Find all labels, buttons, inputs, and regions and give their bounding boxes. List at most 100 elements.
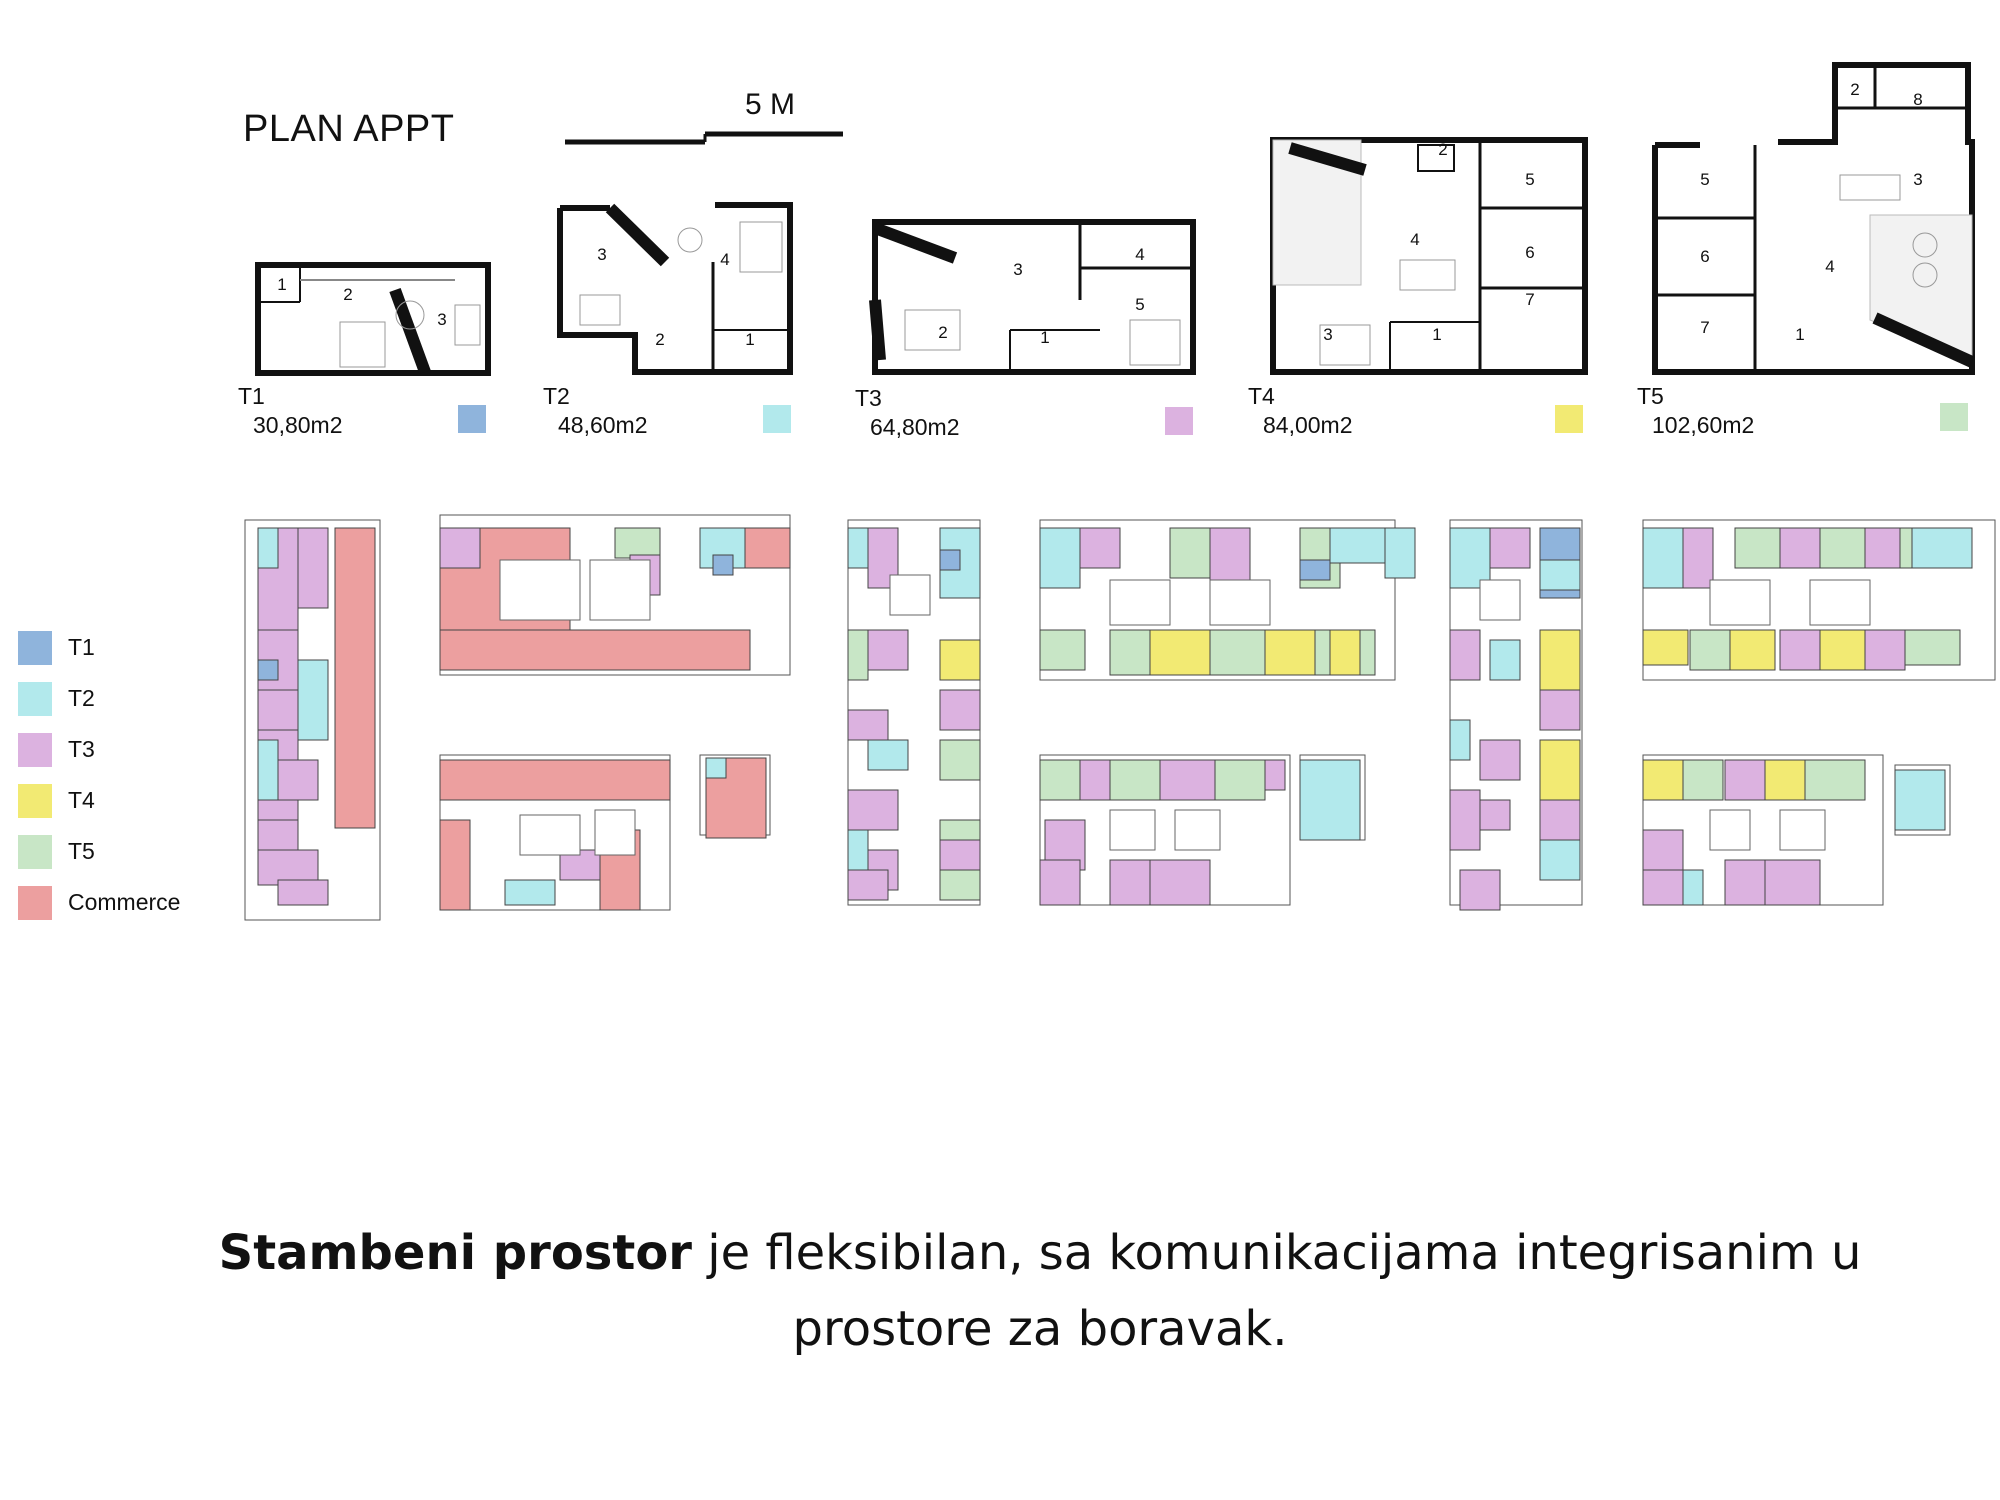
unit-block xyxy=(1039,527,1081,589)
plan-t2 xyxy=(557,202,793,375)
legend-label: T4 xyxy=(68,787,95,813)
unit-block xyxy=(1682,527,1714,589)
room-number: 4 xyxy=(720,250,729,269)
apt-area-t1: 30,80m2 xyxy=(253,412,343,438)
unit-block xyxy=(1479,739,1521,781)
legend-label: T2 xyxy=(68,685,95,711)
unit-block xyxy=(1539,559,1581,591)
courtyard xyxy=(1809,579,1871,626)
apt-swatch-t3 xyxy=(1165,407,1193,435)
apt-code-t1: T1 xyxy=(238,383,265,409)
room-number: 2 xyxy=(343,285,352,304)
courtyard xyxy=(519,814,581,856)
unit-block xyxy=(1642,869,1684,906)
legend-item-t5: T5 xyxy=(18,826,180,877)
unit-block xyxy=(1159,759,1216,801)
caption-line-1: Stambeni prostor je fleksibilan, sa komu… xyxy=(0,1215,2000,1291)
room-number: 3 xyxy=(437,310,446,329)
unit-block xyxy=(847,629,869,681)
legend-item-t2: T2 xyxy=(18,673,180,724)
unit-block xyxy=(1779,629,1821,671)
unit-block xyxy=(1724,759,1766,801)
unit-block xyxy=(277,879,329,906)
unit-block xyxy=(1149,859,1211,906)
unit-block xyxy=(847,869,889,901)
unit-block xyxy=(1682,869,1704,906)
room-number: 4 xyxy=(1410,230,1419,249)
unit-block xyxy=(1642,829,1684,871)
courtyard xyxy=(1709,579,1771,626)
room-number: 3 xyxy=(1913,170,1922,189)
unit-block xyxy=(1214,759,1266,801)
unit-block xyxy=(847,527,869,569)
room-number: 1 xyxy=(1795,325,1804,344)
unit-block xyxy=(1764,759,1806,801)
unit-block xyxy=(1724,859,1766,906)
apt-code-t2: T2 xyxy=(543,383,570,409)
legend-swatch xyxy=(18,783,52,818)
room-number: 7 xyxy=(1525,290,1534,309)
room-number: 6 xyxy=(1525,243,1534,262)
unit-block xyxy=(1329,527,1386,564)
building-floor-plans xyxy=(244,514,1996,921)
unit-block xyxy=(1299,759,1361,841)
legend-label: Commerce xyxy=(68,889,181,915)
room-number: 2 xyxy=(938,323,947,342)
unit-block xyxy=(847,829,869,871)
legend-label: T5 xyxy=(68,838,95,864)
room-number: 8 xyxy=(1913,90,1922,109)
room-number: 3 xyxy=(597,245,606,264)
unit-block xyxy=(939,639,981,681)
unit-block xyxy=(1894,769,1946,831)
caption-line-2: prostore za boravak. xyxy=(792,1301,1288,1357)
room-number: 2 xyxy=(655,330,664,349)
unit-block xyxy=(1449,629,1481,681)
unit-block xyxy=(1819,527,1871,569)
unit-block xyxy=(1642,759,1684,801)
legend-swatch xyxy=(18,732,52,767)
unit-block xyxy=(1109,759,1161,801)
unit-block xyxy=(1479,799,1511,831)
unit-block xyxy=(1734,527,1781,569)
unit-block xyxy=(1449,719,1471,761)
caption-rest: je fleksibilan, sa komunikacijama integr… xyxy=(691,1225,1862,1281)
courtyard xyxy=(1109,809,1156,851)
legend-swatch xyxy=(18,630,52,665)
courtyard xyxy=(1479,579,1521,621)
unit-block xyxy=(1539,689,1581,731)
plan-t5 xyxy=(1652,62,1975,375)
unit-block xyxy=(1682,759,1724,801)
scale-bar xyxy=(565,131,843,145)
unit-block xyxy=(257,659,279,681)
legend-swatch xyxy=(18,681,52,716)
unit-block xyxy=(712,554,734,576)
unit-block xyxy=(257,849,319,886)
unit-block xyxy=(1689,629,1731,671)
unit-block xyxy=(1489,639,1521,681)
room-number: 3 xyxy=(1323,325,1332,344)
unit-block xyxy=(439,819,471,911)
courtyard xyxy=(1779,809,1826,851)
courtyard xyxy=(1709,809,1751,851)
legend-label: T3 xyxy=(68,736,95,762)
legend-item-t3: T3 xyxy=(18,724,180,775)
unit-block xyxy=(939,549,961,571)
unit-block xyxy=(257,739,279,801)
unit-block xyxy=(1449,789,1481,851)
room-number: 3 xyxy=(1013,260,1022,279)
apt-area-t4: 84,00m2 xyxy=(1263,412,1353,438)
unit-block xyxy=(1804,759,1866,801)
caption-bold: Stambeni prostor xyxy=(218,1225,692,1281)
unit-block xyxy=(1904,629,1961,666)
unit-block xyxy=(939,839,981,871)
unit-block xyxy=(1449,527,1491,589)
unit-block xyxy=(1299,559,1331,581)
unit-block xyxy=(257,527,279,569)
apt-swatch-t4 xyxy=(1555,405,1583,433)
unit-block xyxy=(1642,629,1689,666)
room-number: 4 xyxy=(1135,245,1144,264)
courtyard xyxy=(1174,809,1221,851)
unit-block xyxy=(1539,739,1581,801)
unit-block xyxy=(1864,629,1906,671)
